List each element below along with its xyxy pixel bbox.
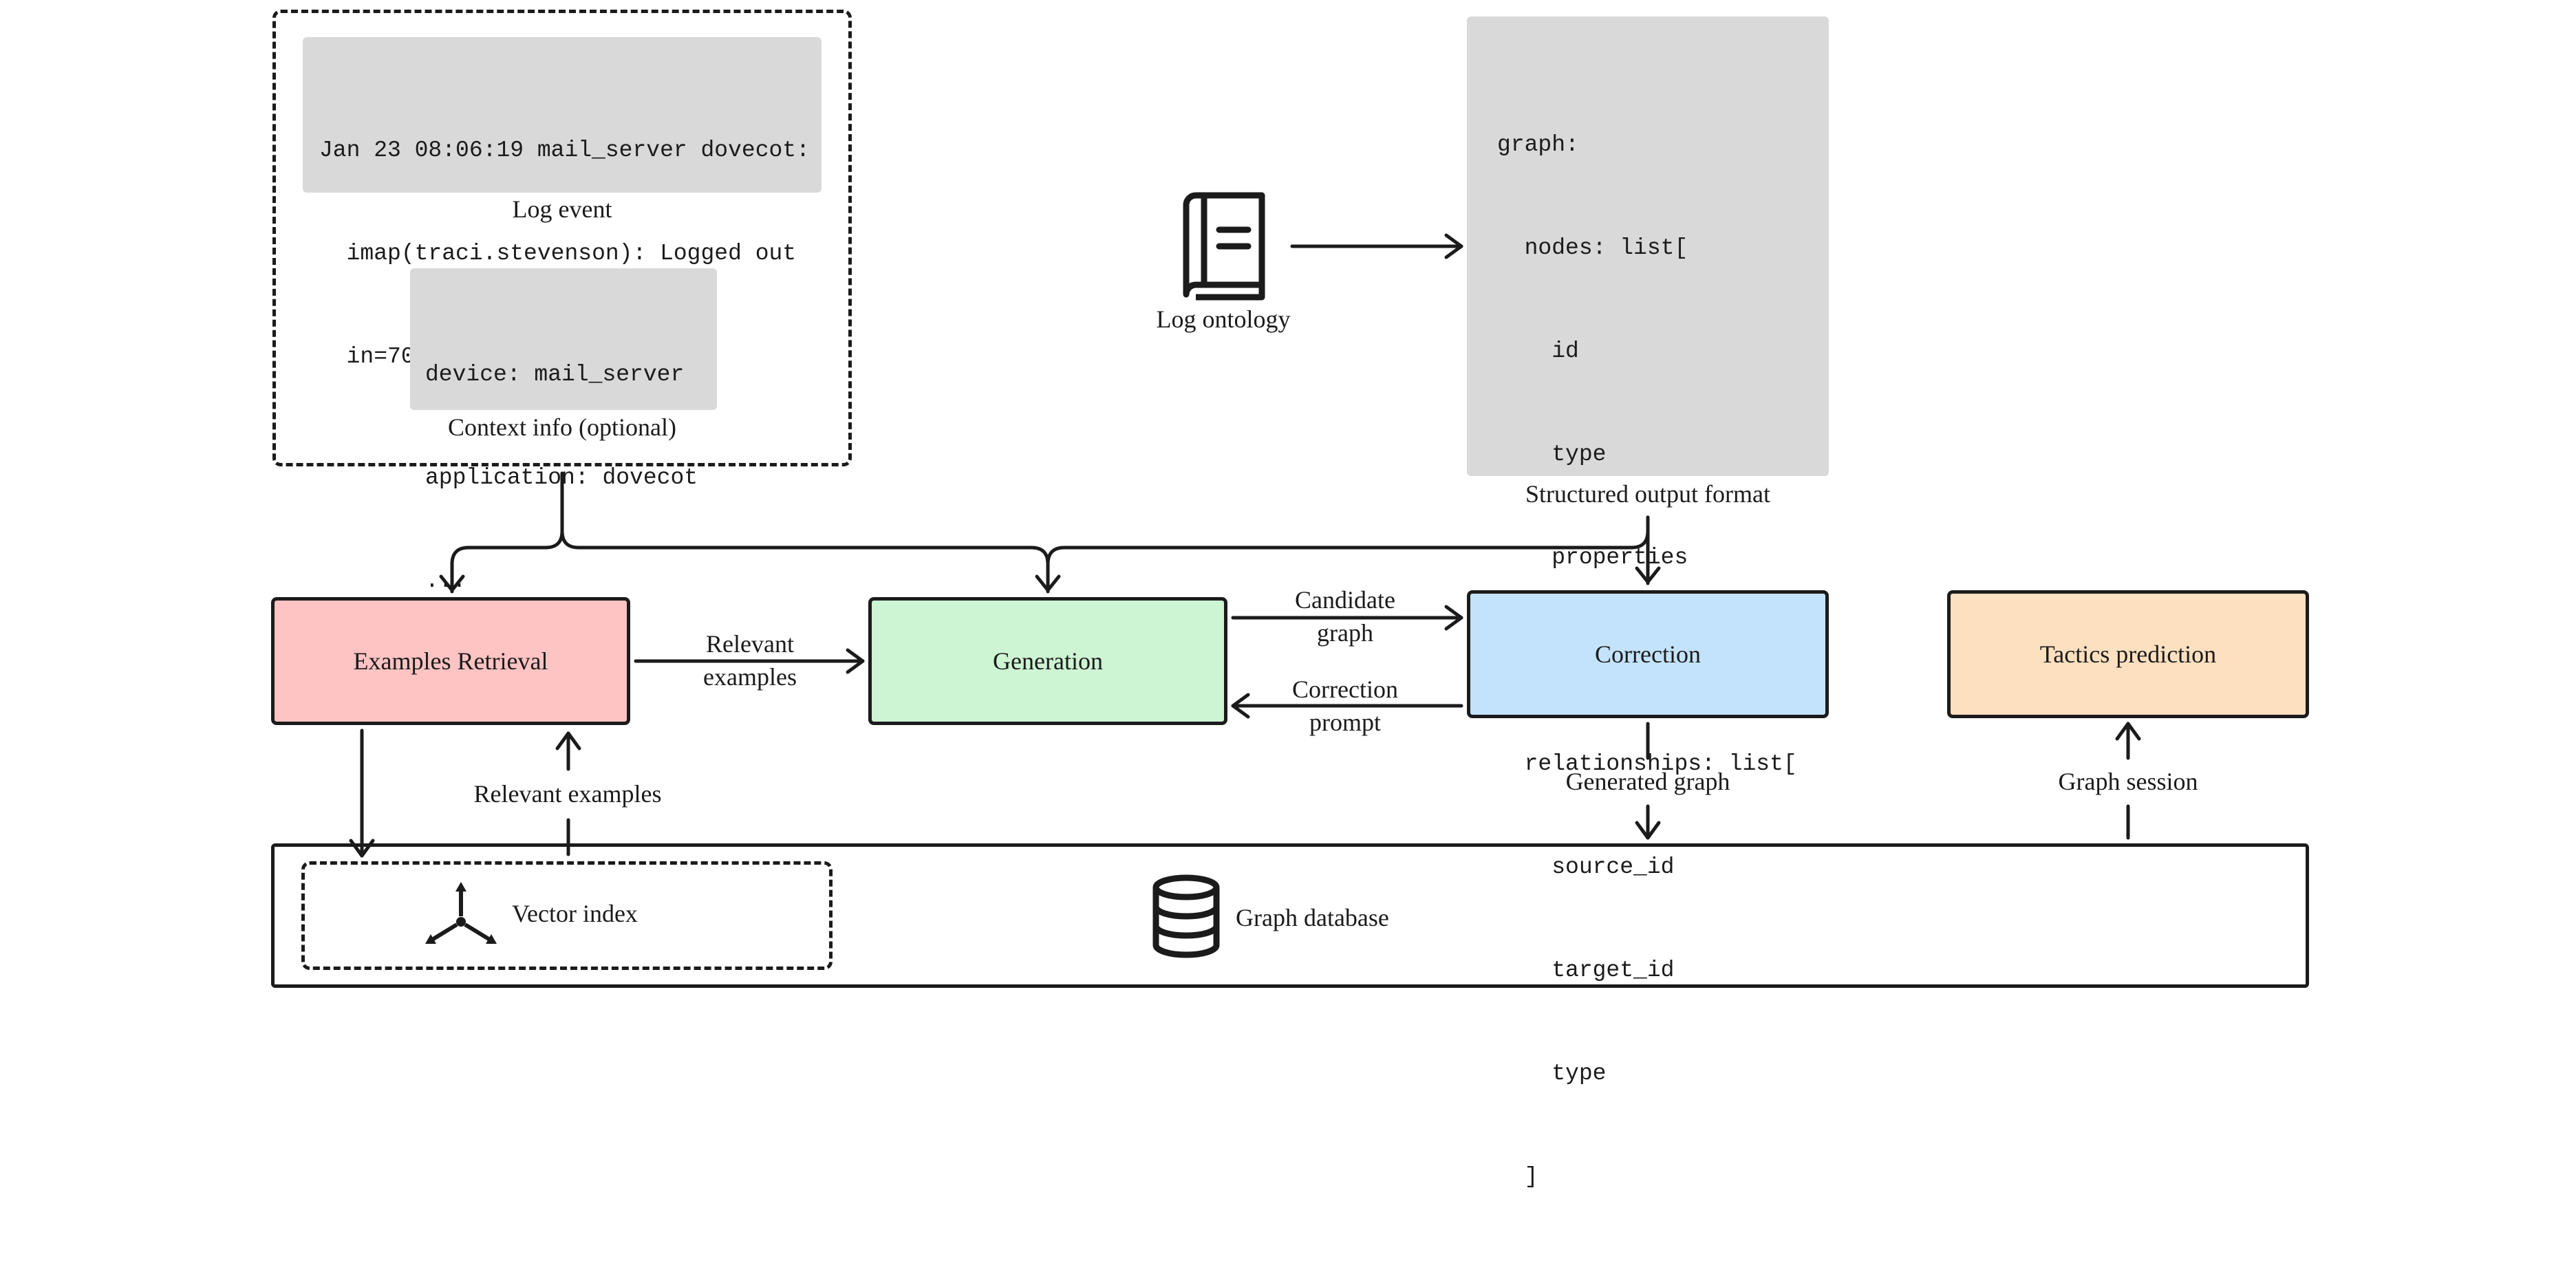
vector-icon (418, 881, 504, 952)
log-event-panel (303, 37, 822, 193)
arrowhead (349, 839, 375, 858)
context-info-text: device: mail_server application: dovecot… (425, 289, 698, 667)
context-info-line: device: mail_server (425, 362, 685, 387)
examples-retrieval-box: Examples Retrieval (271, 597, 630, 725)
arrowhead (555, 731, 581, 751)
tactics-prediction-box: Tactics prediction (1947, 590, 2309, 718)
log-event-line: imap(traci.stevenson): Logged out (319, 241, 797, 266)
log-event-caption: Log event (512, 195, 612, 223)
arrowhead (1231, 693, 1250, 719)
relevant-examples-up-label: Relevant examples (473, 780, 662, 808)
arrowhead (1635, 566, 1661, 584)
structured-output-caption: Structured output format (1525, 480, 1770, 508)
context-info-caption: Context info (optional) (448, 413, 676, 441)
structured-output-line: ] (1497, 1164, 1538, 1189)
correction-prompt-label: Correction prompt (1292, 676, 1398, 736)
database-icon (1150, 874, 1222, 959)
log-event-text: Jan 23 08:06:19 mail_server dovecot: ima… (319, 65, 810, 443)
structured-output-line: nodes: list[ (1497, 235, 1688, 261)
structured-output-line: target_id (1497, 958, 1675, 983)
log-event-line: Jan 23 08:06:19 mail_server dovecot: (319, 138, 810, 163)
arrowhead (1035, 574, 1061, 592)
generated-graph-label: Generated graph (1565, 768, 1730, 795)
candidate-graph-label: Candidate graph (1295, 586, 1395, 647)
graph-database-frame (271, 843, 2309, 988)
connector-input-to-generation (560, 529, 1050, 594)
book-icon (1177, 191, 1269, 301)
structured-output-line: type (1497, 1061, 1607, 1086)
structured-output-line: relationships: list[ (1497, 751, 1797, 777)
arrowhead (2115, 722, 2141, 741)
correction-box: Correction (1467, 590, 1829, 718)
relevant-examples-label: Relevant examples (703, 630, 797, 691)
graph-database-caption: Graph database (1236, 904, 1389, 931)
vector-index-caption: Vector index (512, 900, 638, 927)
correction-label: Correction (1595, 640, 1701, 668)
structured-output-line: id (1497, 338, 1579, 364)
generation-box: Generation (868, 597, 1227, 725)
vector-index-frame (301, 861, 833, 970)
connector-input-stem (450, 471, 564, 594)
structured-output-panel (1467, 17, 1829, 476)
examples-retrieval-label: Examples Retrieval (353, 647, 548, 675)
structured-output-line: graph: (1497, 132, 1579, 158)
connector-output-to-generation (1046, 515, 1650, 566)
arrowhead (1444, 233, 1463, 259)
connector-layer (349, 233, 2141, 858)
structured-output-line: source_id (1497, 854, 1675, 880)
arrowhead (1635, 821, 1661, 840)
arrowhead (1444, 605, 1463, 631)
tactics-prediction-label: Tactics prediction (2039, 640, 2217, 668)
structured-output-line: type (1497, 442, 1607, 467)
input-group (272, 10, 852, 466)
arrowhead (846, 648, 865, 674)
context-info-panel (410, 268, 717, 410)
graph-session-label: Graph session (2058, 768, 2198, 795)
log-ontology-caption: Log ontology (1156, 305, 1291, 333)
arrowhead (439, 574, 465, 592)
generation-label: Generation (993, 647, 1103, 675)
